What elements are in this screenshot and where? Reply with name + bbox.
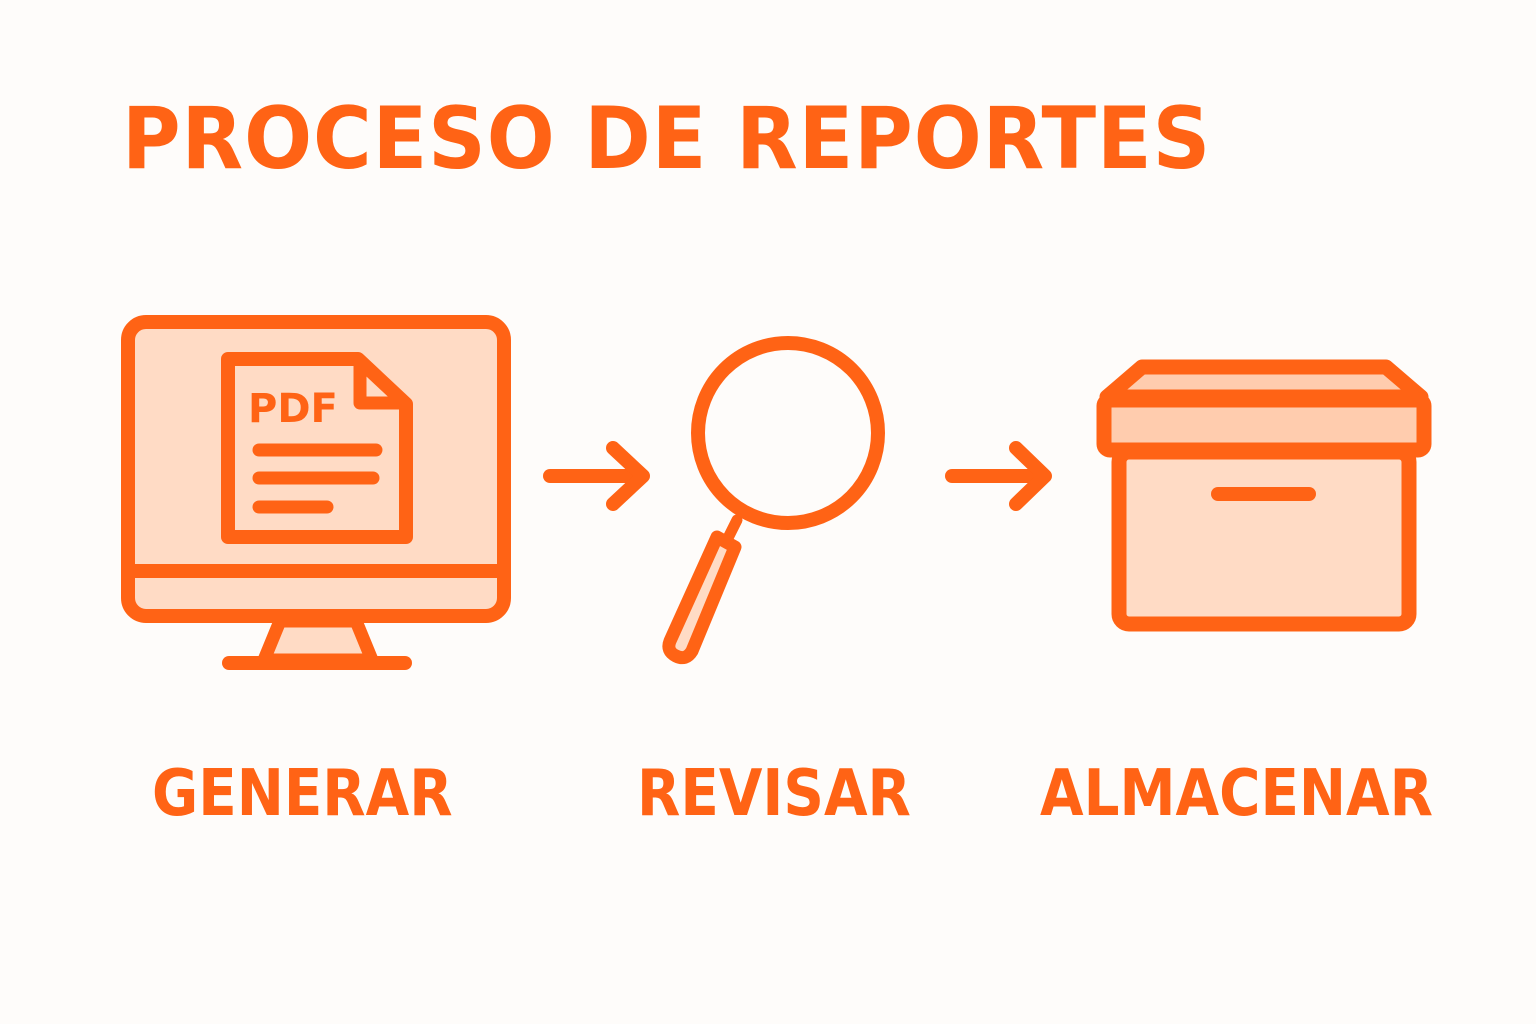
step-label-generar: GENERAR — [152, 757, 453, 831]
step-label-revisar: REVISAR — [637, 757, 911, 831]
arrow-right-icon — [543, 441, 650, 511]
magnifying-glass-icon — [662, 336, 885, 665]
monitor-pdf-icon: PDF — [121, 315, 511, 670]
diagram-title: PROCESO DE REPORTES — [122, 89, 1212, 189]
arrow-right-icon — [945, 441, 1052, 511]
archive-box-icon — [1096, 359, 1432, 632]
step-label-almacenar: ALMACENAR — [1040, 757, 1434, 831]
pdf-label: PDF — [248, 386, 338, 432]
